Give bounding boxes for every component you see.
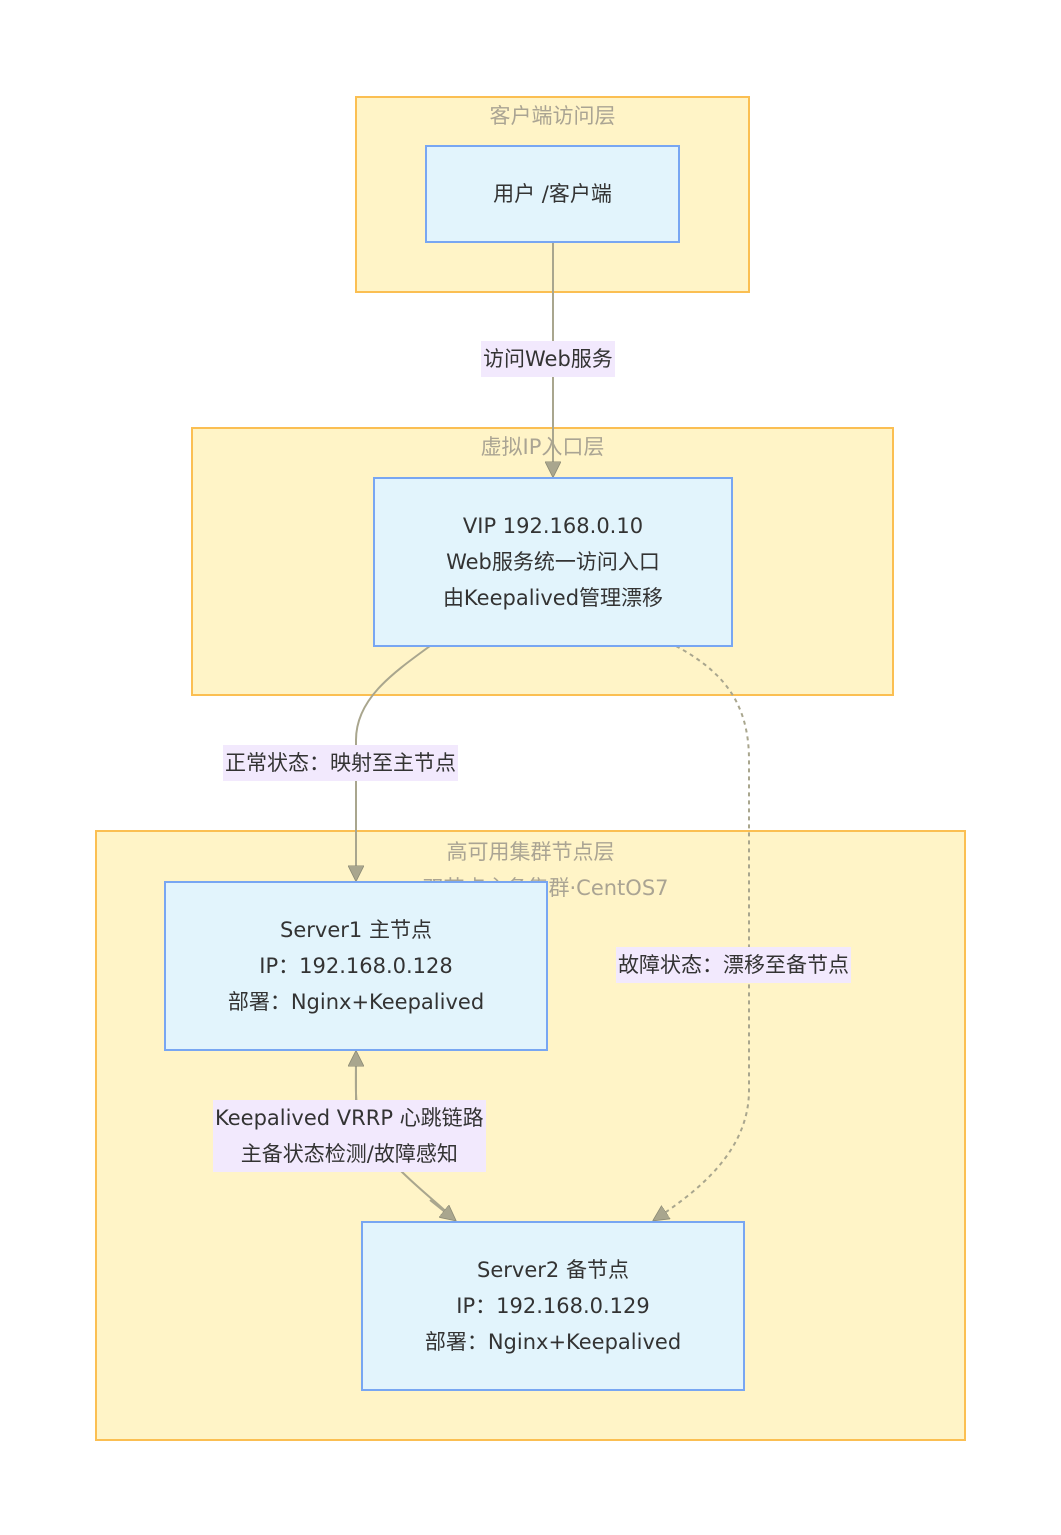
node-line: IP：192.168.0.129 [456,1294,650,1318]
edge-label-line: Keepalived VRRP 心跳链路 [215,1106,484,1130]
cluster-title: 虚拟IP入口层 [480,435,605,459]
cluster-title: 客户端访问层 [489,104,616,128]
node-line: IP：192.168.0.128 [259,954,453,978]
node-line: Server1 主节点 [280,918,432,942]
edge-vip-to-server1 [356,645,431,880]
edge-label-heartbeat: Keepalived VRRP 心跳链路 主备状态检测/故障感知 [213,1100,486,1172]
node-server1[interactable]: Server1 主节点 IP：192.168.0.128 部署：Nginx+Ke… [164,881,548,1051]
node-line: Server2 备节点 [477,1258,629,1282]
node-line: 部署：Nginx+Keepalived [227,990,485,1014]
edge-label-vip-to-server2: 故障状态：漂移至备节点 [616,947,851,983]
node-line: 部署：Nginx+Keepalived [424,1330,682,1354]
node-server2[interactable]: Server2 备节点 IP：192.168.0.129 部署：Nginx+Ke… [361,1221,745,1391]
node-line: Web服务统一访问入口 [446,550,660,574]
node-line: 由Keepalived管理漂移 [442,586,664,610]
node-line: VIP 192.168.0.10 [462,514,644,538]
edge-label-vip-to-server1: 正常状态：映射至主节点 [223,745,458,781]
heartbeat-arrow-down [429,1199,455,1220]
edge-label-line: 主备状态检测/故障感知 [240,1142,458,1166]
edge-label-client-to-vip: 访问Web服务 [481,341,615,377]
cluster-title: 高可用集群节点层 [446,840,615,864]
edge-vip-to-server2 [654,645,750,1220]
node-line: 用户 /客户端 [493,182,612,206]
node-client[interactable]: 用户 /客户端 [425,145,680,243]
node-vip[interactable]: VIP 192.168.0.10 Web服务统一访问入口 由Keepalived… [373,477,733,647]
